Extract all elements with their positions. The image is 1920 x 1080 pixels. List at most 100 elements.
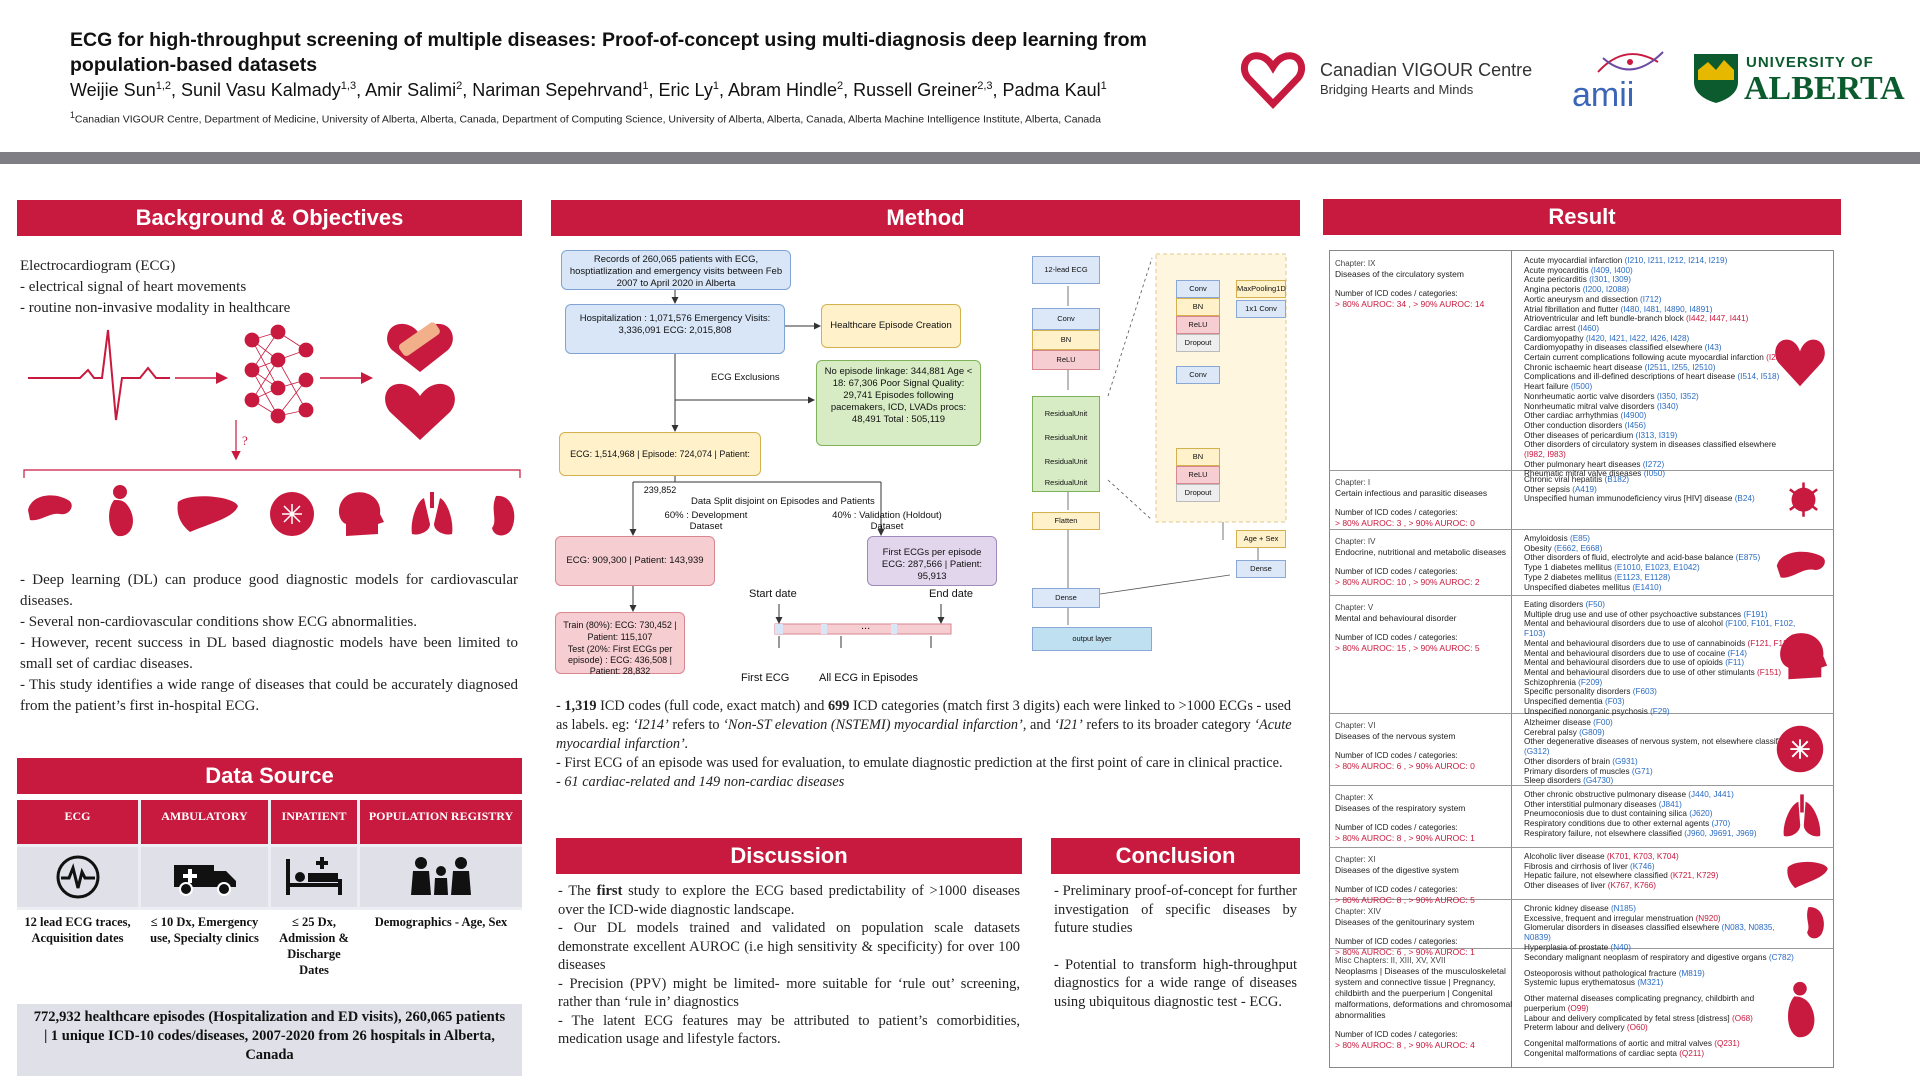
disease-list: Other chronic obstructive pulmonary dise… (1524, 790, 1796, 839)
disease-item: Mental and behavioural disorders due to … (1524, 619, 1796, 639)
disease-item: Other diseases of pericardium (I313, I31… (1524, 430, 1678, 440)
head-icon (338, 492, 384, 536)
disease-item: Cardiomyopathy in diseases classified el… (1524, 343, 1722, 353)
disease-list: Alcoholic liver disease (K701, K703, K70… (1524, 852, 1796, 891)
method-architecture: 12-lead ECG Conv BN ReLU ResidualUnit Re… (1030, 250, 1295, 660)
author-name: Eric Ly (658, 80, 713, 100)
heart-icon (385, 383, 455, 440)
disease-item: Hyperplasia of prostate (N40) (1524, 942, 1631, 952)
heart-bandage-icon (387, 322, 453, 372)
disease-item: Labour and delivery complicated by fetal… (1524, 1013, 1753, 1023)
datasource-title: Data Source (17, 758, 522, 794)
disease-item: Other sepsis (A419) (1524, 484, 1597, 494)
pregnancy-icon (109, 485, 133, 537)
disease-item: Aortic aneurysm and dissection (I712) (1524, 294, 1662, 304)
discussion-bullets: - The first study to explore the ECG bas… (558, 883, 1020, 1047)
disease-item: Rheumatic mitral valve diseases (I050) (1524, 469, 1666, 479)
disease-item: Acute myocardial infarction (I210, I211,… (1524, 256, 1728, 265)
neuron-icon (270, 492, 314, 536)
disease-item: Type 1 diabetes mellitus (E1010, E1023, … (1524, 563, 1700, 573)
amii-logo: amii (1568, 48, 1678, 118)
conclusion-bullets: - Preliminary proof-of-concept for furth… (1054, 883, 1297, 1010)
lungs-icon (411, 492, 453, 535)
disease-item: Other diseases of liver (K767, K766) (1524, 881, 1656, 891)
disease-item: Unspecified human immunodeficiency virus… (1524, 494, 1755, 504)
liver-icon (1784, 851, 1830, 902)
ambulance-icon (141, 847, 268, 907)
disease-list: Secondary malignant neoplasm of respirat… (1524, 953, 1796, 1058)
result-title: Result (1323, 199, 1841, 235)
disease-item: Unspecified diabetes mellitus (E1410) (1524, 582, 1662, 592)
ualberta-logo: UNIVERSITY OF ALBERTA (1692, 52, 1905, 112)
disease-item: Other disorders of circulatory system in… (1524, 440, 1777, 460)
kidney-icon (1787, 903, 1830, 951)
question-mark: ? (242, 433, 248, 448)
result-table (1329, 250, 1834, 1068)
amii-swirl-icon (1597, 51, 1664, 73)
disease-item: Respiratory failure, not elsewhere class… (1524, 828, 1757, 838)
author-name: Padma Kaul (1002, 80, 1101, 100)
result-divider (1511, 250, 1512, 1068)
disease-item: Other pulmonary heart diseases (I272) (1524, 459, 1665, 469)
ecg-trace-icon (28, 329, 170, 421)
discussion-title: Discussion (556, 838, 1022, 874)
disease-item: Chronic viral hepatitis (B182) (1524, 475, 1630, 484)
datasource-summary: 772,932 healthcare episodes (Hospitaliza… (17, 1004, 522, 1076)
cvc-tagline: Bridging Hearts and Minds (1320, 82, 1474, 97)
disease-item: Pneumoconiosis due to dust containing si… (1524, 809, 1713, 819)
author-list: Weijie Sun1,2, Sunil Vasu Kalmady1,3, Am… (70, 80, 1107, 100)
disease-list: Chronic viral hepatitis (B182)Other seps… (1524, 475, 1796, 504)
disease-item: Specific personality disorders (F603) (1524, 687, 1657, 697)
shield-icon (1694, 54, 1738, 103)
disease-item: Type 2 diabetes mellitus (E1123, E1128) (1524, 572, 1671, 582)
disease-item: Unspecified nonorganic psychosis (F29) (1524, 706, 1670, 716)
background-figure: ? (20, 310, 525, 550)
disease-item: Hepatic failure, not elsewhere classifie… (1524, 871, 1719, 881)
disease-item: Heart failure (I500) (1524, 382, 1593, 392)
heart-icon (1770, 332, 1830, 397)
disease-item: Other maternal diseases complicating pre… (1524, 994, 1755, 1013)
disease-item: Eating disorders (F50) (1524, 600, 1606, 609)
datasource-panel: ECG AMBULATORY INPATIENT POPULATION REGI… (17, 800, 522, 1076)
disease-item: Mental and behavioural disorders due to … (1524, 667, 1782, 677)
disease-item: Multiple drug use and use of other psych… (1524, 609, 1768, 619)
kidney-icon (492, 495, 515, 536)
disease-item: Osteoporosis without pathological fractu… (1524, 968, 1705, 978)
disease-list: Acute myocardial infarction (I210, I211,… (1524, 256, 1796, 479)
disease-item: Obesity (E662, E668) (1524, 543, 1603, 553)
author-name: Sunil Vasu Kalmady (181, 80, 341, 100)
disease-item: Nonrheumatic mitral valve disorders (I34… (1524, 401, 1679, 411)
disease-list: Amyloidosis (E85)Obesity (E662, E668)Oth… (1524, 534, 1796, 592)
author-name: Russell Greiner (853, 80, 978, 100)
disease-item: Acute myocarditis (I409, I400) (1524, 265, 1633, 275)
head-icon (1770, 625, 1830, 690)
cvc-name: Canadian VIGOUR Centre (1320, 60, 1533, 80)
disease-list: Eating disorders (F50)Multiple drug use … (1524, 600, 1796, 716)
disease-item: Other degenerative diseases of nervous s… (1524, 737, 1789, 757)
disease-item: Cerebral palsy (G809) (1524, 727, 1605, 737)
disease-item: Angina pectoris (I200, I2088) (1524, 285, 1630, 295)
people-icon (360, 847, 522, 907)
lungs-icon (1774, 789, 1830, 850)
disease-item: Secondary malignant neoplasm of respirat… (1524, 953, 1794, 962)
conclusion-title: Conclusion (1051, 838, 1300, 874)
disease-item: Nonrheumatic aortic valve disorders (I35… (1524, 391, 1699, 401)
disease-item: Chronic kidney disease (N185) (1524, 904, 1636, 913)
disease-item: Sleep disorders (G4730) (1524, 776, 1614, 786)
cvc-logo: Canadian VIGOUR Centre Bridging Hearts a… (1240, 50, 1580, 110)
disease-item: Congenital malformations of aortic and m… (1524, 1038, 1740, 1048)
neuron-icon (1770, 720, 1830, 785)
